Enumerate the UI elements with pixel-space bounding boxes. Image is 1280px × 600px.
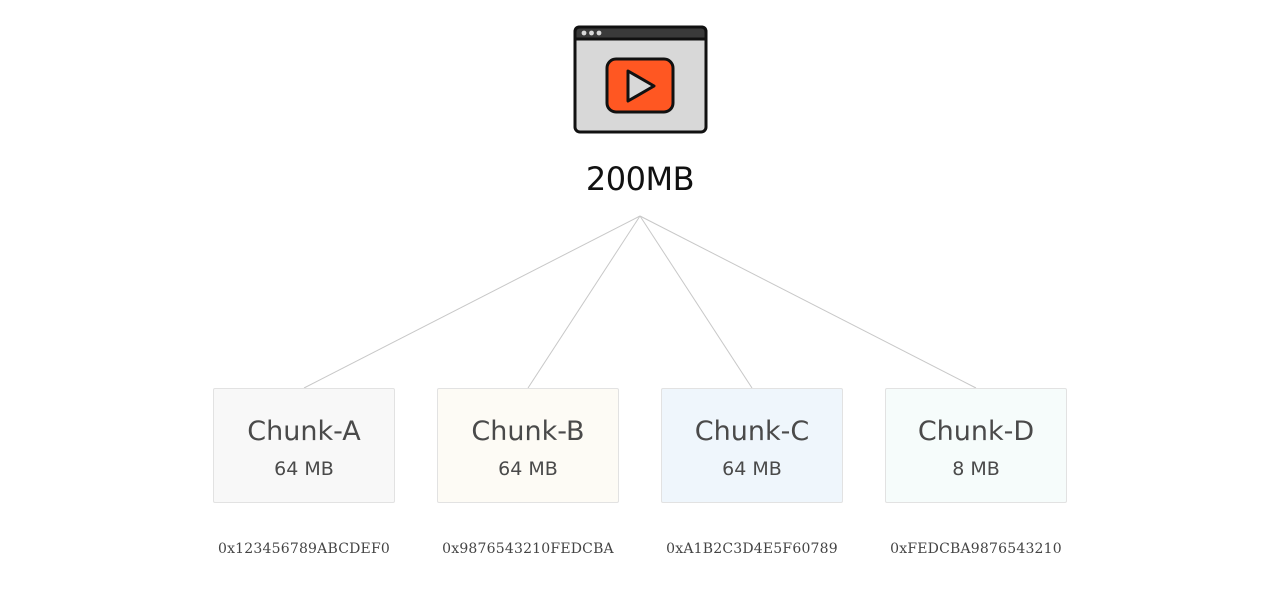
connector-chunk-d: [639, 215, 977, 389]
chunk-a-hash: 0x123456789ABCDEF0: [217, 541, 390, 557]
chunk-name: Chunk-D: [917, 416, 1035, 447]
chunk-d-hash: 0xFEDCBA9876543210: [890, 541, 1062, 557]
chunk-size: 8 MB: [952, 458, 1000, 480]
chunk-c-hash: 0xA1B2C3D4E5F60789: [666, 541, 838, 557]
connector-chunk-a: [303, 215, 641, 389]
chunk-b-box: Chunk-B 64 MB: [437, 388, 619, 503]
chunk-size: 64 MB: [498, 458, 558, 480]
chunk-name: Chunk-C: [694, 416, 810, 447]
chunk-d-box: Chunk-D 8 MB: [885, 388, 1067, 503]
chunk-b-hash: 0x9876543210FEDCBA: [442, 541, 614, 557]
chunk-a-box: Chunk-A 64 MB: [213, 388, 395, 503]
connector-chunk-b: [527, 215, 641, 389]
chunk-name: Chunk-A: [247, 416, 361, 447]
chunk-size: 64 MB: [274, 458, 334, 480]
chunk-c-box: Chunk-C 64 MB: [661, 388, 843, 503]
connector-chunk-c: [639, 215, 753, 389]
chunk-name: Chunk-B: [471, 416, 585, 447]
chunk-size: 64 MB: [722, 458, 782, 480]
video-player-icon: [573, 25, 708, 134]
file-size-label: 200MB: [585, 160, 695, 198]
